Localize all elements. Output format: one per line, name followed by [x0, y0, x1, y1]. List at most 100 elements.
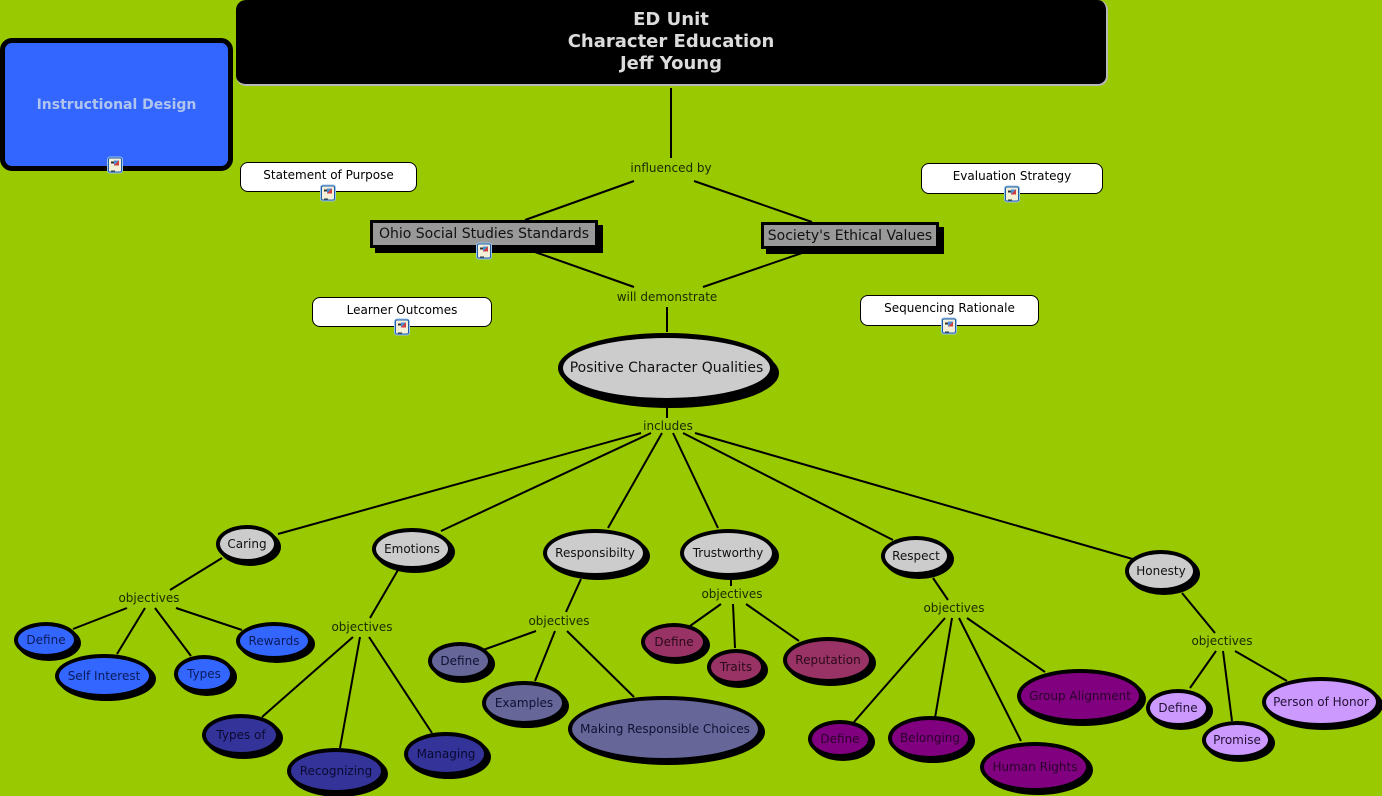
objective-label: Group Alignment	[1029, 689, 1131, 703]
quality-label: Caring	[227, 537, 267, 551]
link-honesty-promise	[1222, 650, 1233, 722]
link-honesty-define	[1189, 650, 1217, 689]
link-caring-define	[72, 607, 128, 630]
quality-label: Respect	[892, 549, 940, 563]
link-includes-caring	[277, 432, 642, 535]
instructional-design-label: Instructional Design	[36, 96, 197, 113]
objective-node[interactable]: Making Responsible Choices	[568, 696, 762, 762]
objective-node[interactable]: Person of Honor	[1262, 677, 1380, 727]
title-line-2: Character Education	[567, 31, 775, 52]
objective-node[interactable]: Group Alignment	[1017, 669, 1143, 723]
central-concept-node[interactable]: Positive Character Qualities	[558, 333, 775, 403]
link-emotions-recognizing	[339, 636, 361, 749]
link-label-objectives-emotions: objectives	[331, 620, 393, 634]
link-caring-selfinterest	[116, 607, 146, 655]
objective-label: Rewards	[248, 634, 300, 648]
quality-label: Honesty	[1136, 564, 1186, 578]
objective-label: Define	[654, 635, 694, 649]
societys-values-node[interactable]: Society's Ethical Values	[761, 222, 939, 249]
objective-label: Managing	[416, 747, 476, 761]
link-respect-obj	[932, 577, 949, 601]
quality-node-trustworthy[interactable]: Trustworthy	[680, 529, 776, 577]
link-respect-humanrights	[958, 617, 1022, 742]
link-emotions-obj	[369, 569, 399, 619]
link-includes-respect	[682, 432, 894, 541]
title-node[interactable]: ED Unit Character Education Jeff Young	[236, 0, 1108, 86]
objective-node[interactable]: Types	[174, 655, 234, 693]
objective-node[interactable]: Managing	[404, 732, 488, 776]
link-society-demonstrate	[702, 251, 806, 288]
link-includes-honesty	[694, 432, 1137, 561]
link-emotions-typesof	[261, 636, 354, 718]
objective-label: Types	[187, 667, 221, 681]
link-resp-obj	[565, 578, 582, 613]
document-resource-icon[interactable]	[477, 243, 491, 259]
objective-label: Examples	[494, 696, 554, 710]
title-line-3: Jeff Young	[619, 53, 722, 74]
link-includes-emotions	[440, 432, 652, 532]
quality-node-caring[interactable]: Caring	[216, 525, 278, 563]
link-influenced-ohio	[524, 180, 635, 221]
objective-node[interactable]: Rewards	[236, 622, 312, 660]
instructional-design-node[interactable]: Instructional Design	[0, 38, 233, 171]
document-resource-icon[interactable]	[108, 157, 122, 173]
objective-node[interactable]: Recognizing	[287, 748, 385, 794]
objective-node[interactable]: Types of	[202, 714, 280, 756]
link-caring-obj	[169, 557, 223, 591]
objective-label: Self Interest	[67, 669, 141, 683]
objective-label: Define	[26, 633, 66, 647]
title-line-1: ED Unit	[633, 9, 709, 30]
statement-of-purpose-label: Statement of Purpose	[263, 168, 394, 182]
objective-label: Person of Honor	[1273, 695, 1369, 709]
link-label-objectives-honesty: objectives	[1191, 634, 1253, 648]
objective-node[interactable]: Define	[641, 623, 707, 661]
link-honesty-personofhonor	[1234, 650, 1288, 682]
quality-node-emotions[interactable]: Emotions	[372, 528, 452, 570]
objective-node[interactable]: Self Interest	[55, 654, 153, 698]
evaluation-strategy-label: Evaluation Strategy	[952, 169, 1072, 183]
link-influenced-society	[693, 180, 813, 223]
link-label-influenced-by: influenced by	[630, 161, 712, 175]
objective-node[interactable]: Belonging	[888, 716, 972, 760]
objective-node[interactable]: Human Rights	[980, 742, 1090, 792]
link-respect-define	[853, 617, 946, 723]
link-trust-reputation	[745, 603, 800, 642]
central-concept-label: Positive Character Qualities	[569, 360, 764, 376]
quality-node-responsibility[interactable]: Responsibilty	[543, 529, 647, 577]
link-respect-belonging	[934, 617, 953, 719]
objective-node[interactable]: Define	[14, 622, 78, 658]
learner-outcomes-node[interactable]: Learner Outcomes	[312, 297, 492, 327]
objective-label: Define	[820, 732, 860, 746]
quality-node-respect[interactable]: Respect	[881, 536, 951, 576]
societys-values-label: Society's Ethical Values	[767, 227, 933, 244]
link-trust-define	[689, 603, 722, 627]
objective-node[interactable]: Traits	[707, 649, 765, 685]
objective-node[interactable]: Define	[428, 642, 492, 680]
objective-node[interactable]: Define	[1146, 689, 1210, 727]
objective-node[interactable]: Define	[808, 720, 872, 758]
quality-label: Responsibilty	[555, 546, 635, 560]
link-label-objectives-respect: objectives	[923, 601, 985, 615]
quality-label: Emotions	[384, 542, 440, 556]
link-emotions-managing	[368, 636, 433, 734]
link-includes-responsibility	[607, 432, 663, 529]
objective-node[interactable]: Reputation	[783, 637, 873, 683]
objective-label: Making Responsible Choices	[580, 722, 750, 736]
objective-node[interactable]: Promise	[1202, 721, 1272, 759]
objective-label: Human Rights	[992, 760, 1078, 774]
objective-label: Belonging	[899, 731, 961, 745]
quality-node-honesty[interactable]: Honesty	[1125, 550, 1197, 592]
objective-label: Define	[440, 654, 480, 668]
link-label-objectives-trustworthy: objectives	[701, 587, 763, 601]
objective-node[interactable]: Examples	[482, 681, 566, 725]
document-resource-icon[interactable]	[321, 185, 335, 201]
learner-outcomes-label: Learner Outcomes	[346, 303, 458, 317]
document-resource-icon[interactable]	[1005, 186, 1019, 202]
document-resource-icon[interactable]	[942, 318, 956, 334]
link-honesty-obj	[1181, 592, 1216, 634]
objective-label: Recognizing	[299, 764, 373, 778]
document-resource-icon[interactable]	[395, 319, 409, 335]
link-resp-examples	[534, 630, 556, 682]
link-resp-define	[482, 630, 537, 651]
